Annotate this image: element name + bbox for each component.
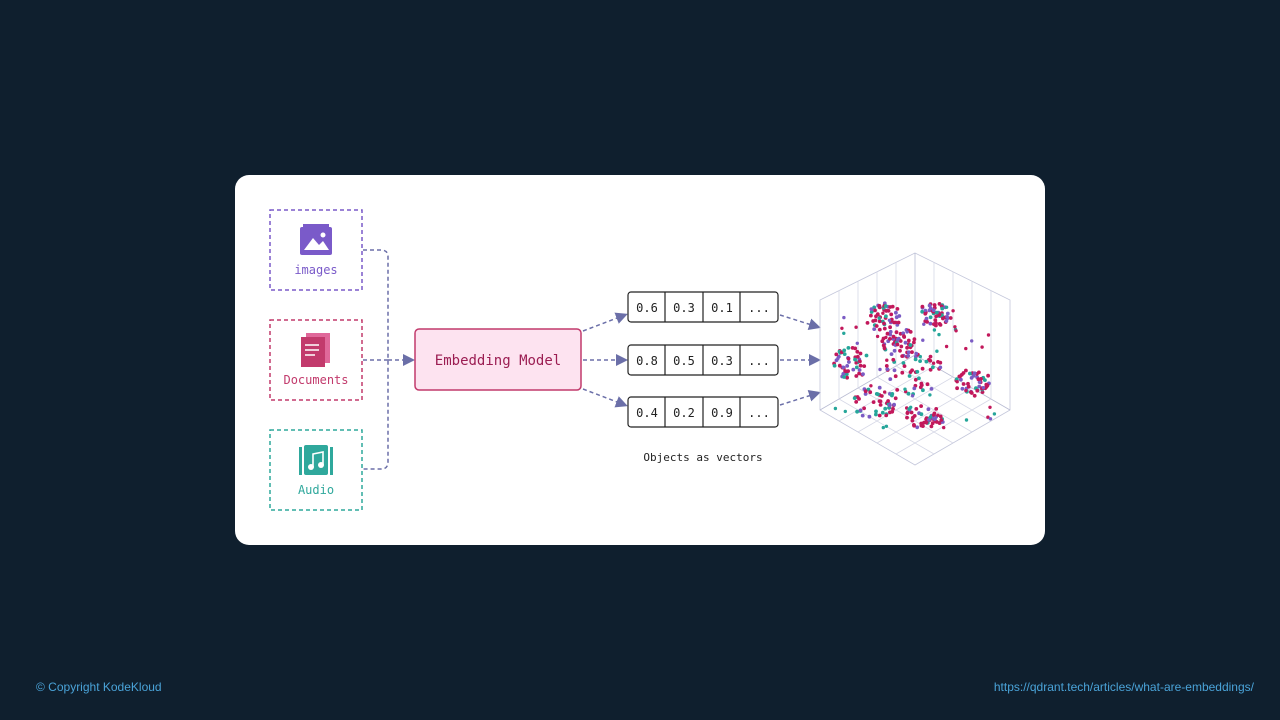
input-audio-label: Audio [298,483,334,497]
vector-space-3d [819,252,1011,466]
vector-cell: 0.4 [636,406,658,420]
vector-cell: 0.9 [711,406,733,420]
scatter-points [832,301,997,430]
vector-cell: ... [748,406,770,420]
vector-cell: 0.8 [636,354,658,368]
vector-row: 0.4 0.2 0.9 ... [627,396,779,428]
vector-cell: 0.1 [711,301,733,315]
input-audio: Audio [269,429,363,511]
image-icon [300,224,332,255]
vector-row: 0.6 0.3 0.1 ... [627,291,779,323]
input-images: images [269,209,363,291]
model-to-vector-arrows [582,312,628,408]
input-images-label: images [294,263,337,277]
vector-cell: 0.6 [636,301,658,315]
vector-cell: ... [748,354,770,368]
diagram-card: images Documents [235,175,1045,545]
embedding-model: Embedding Model [414,328,582,391]
vector-cell: 0.2 [673,406,695,420]
embedding-model-label: Embedding Model [435,353,561,369]
input-documents: Documents [269,319,363,401]
vector-to-space-arrows [779,314,821,406]
input-documents-label: Documents [283,373,348,387]
vector-cell: 0.3 [673,301,695,315]
vector-cell: 0.3 [711,354,733,368]
source-url-link[interactable]: https://qdrant.tech/articles/what-are-em… [993,680,1254,694]
document-icon [301,333,330,367]
vector-cell: ... [748,301,770,315]
vector-space-grid [819,252,1011,466]
vector-row: 0.8 0.5 0.3 ... [627,344,779,376]
music-icon [299,445,333,475]
vector-cell: 0.5 [673,354,695,368]
embedding-diagram: images Documents [269,209,1011,511]
vectors-caption: Objects as vectors [643,451,762,464]
input-connectors [363,249,415,470]
copyright-text: © Copyright KodeKloud [36,680,162,694]
